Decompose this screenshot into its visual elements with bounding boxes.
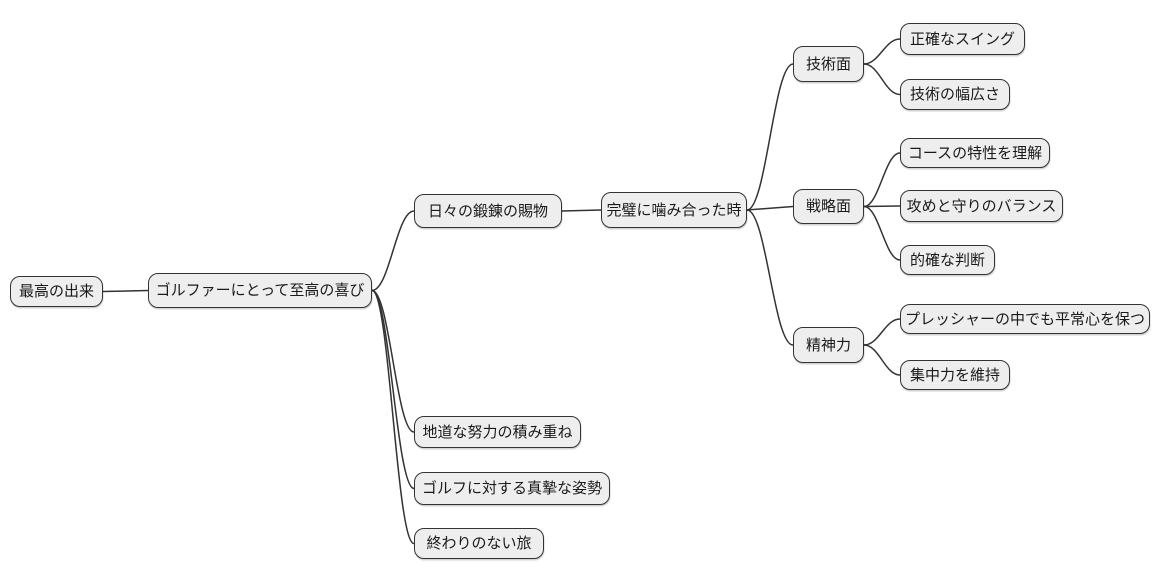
node-label: 戦略面 bbox=[805, 198, 851, 215]
mindmap-edge-training-perfect bbox=[561, 209, 602, 212]
mindmap-node-strategy: 戦略面 bbox=[793, 189, 864, 224]
mindmap-edge-joy-journey bbox=[371, 289, 415, 545]
mindmap-edge-strategy-judgment bbox=[863, 205, 901, 261]
mindmap-node-course: コースの特性を理解 bbox=[900, 138, 1050, 168]
mindmap-node-effort: 地道な努力の積み重ね bbox=[414, 416, 581, 448]
mindmap-node-attitude: ゴルフに対する真摯な姿勢 bbox=[414, 472, 610, 505]
node-label: 精神力 bbox=[805, 336, 851, 354]
mindmap-edge-perfect-mental bbox=[746, 209, 794, 346]
node-label: 攻めと守りのバランス bbox=[906, 197, 1057, 215]
mindmap-edge-perfect-technique bbox=[746, 63, 794, 211]
node-label: ゴルファーにとって至高の喜び bbox=[155, 282, 365, 299]
mindmap-edge-strategy-course bbox=[863, 152, 901, 208]
mindmap-edge-joy-attitude bbox=[371, 289, 415, 490]
mindmap-edge-joy-training bbox=[371, 210, 415, 292]
mindmap-node-swing: 正確なスイング bbox=[900, 23, 1025, 55]
node-label: 技術面 bbox=[805, 55, 851, 73]
node-label: コースの特性を理解 bbox=[907, 144, 1043, 162]
mindmap-edge-perfect-strategy bbox=[746, 205, 794, 211]
node-label: プレッシャーの中でも平常心を保つ bbox=[904, 310, 1145, 328]
mindmap-node-training: 日々の鍛錬の賜物 bbox=[414, 194, 562, 228]
mindmap-node-best: 最高の出来 bbox=[10, 276, 103, 307]
node-label: 最高の出来 bbox=[18, 283, 94, 300]
mindmap-node-joy: ゴルファーにとって至高の喜び bbox=[148, 273, 372, 308]
node-label: ゴルフに対する真摯な姿勢 bbox=[421, 480, 602, 497]
mindmap-edge-technique-swing bbox=[863, 38, 901, 65]
mindmap-node-journey: 終わりのない旅 bbox=[414, 528, 544, 559]
mindmap-node-focus: 集中力を維持 bbox=[900, 360, 1010, 390]
mindmap-node-judgment: 的確な判断 bbox=[900, 245, 995, 275]
mindmap-node-pressure: プレッシャーの中でも平常心を保つ bbox=[900, 304, 1150, 334]
mindmap-node-mental: 精神力 bbox=[793, 327, 864, 363]
node-label: 完璧に噛み合った時 bbox=[606, 201, 742, 219]
mindmap-edge-strategy-balance bbox=[863, 205, 901, 208]
node-label: 正確なスイング bbox=[909, 30, 1015, 48]
mindmap-edge-mental-focus bbox=[863, 344, 901, 376]
mindmap-edge-technique-range bbox=[863, 63, 901, 96]
mindmap-edge-mental-pressure bbox=[863, 318, 901, 346]
node-label: 的確な判断 bbox=[909, 251, 985, 269]
mindmap-edge-joy-effort bbox=[371, 289, 415, 433]
mindmap-node-range: 技術の幅広さ bbox=[900, 79, 1010, 110]
node-label: 終わりのない旅 bbox=[426, 535, 532, 552]
node-label: 日々の鍛錬の賜物 bbox=[427, 202, 548, 220]
node-label: 地道な努力の積み重ね bbox=[422, 423, 573, 441]
mindmap-edge-best-joy bbox=[102, 289, 149, 293]
mindmap-node-technique: 技術面 bbox=[793, 46, 864, 82]
mindmap-node-perfect: 完璧に噛み合った時 bbox=[601, 192, 747, 228]
node-label: 集中力を維持 bbox=[909, 366, 1000, 384]
mindmap-node-balance: 攻めと守りのバランス bbox=[900, 190, 1063, 222]
node-label: 技術の幅広さ bbox=[909, 86, 1000, 103]
